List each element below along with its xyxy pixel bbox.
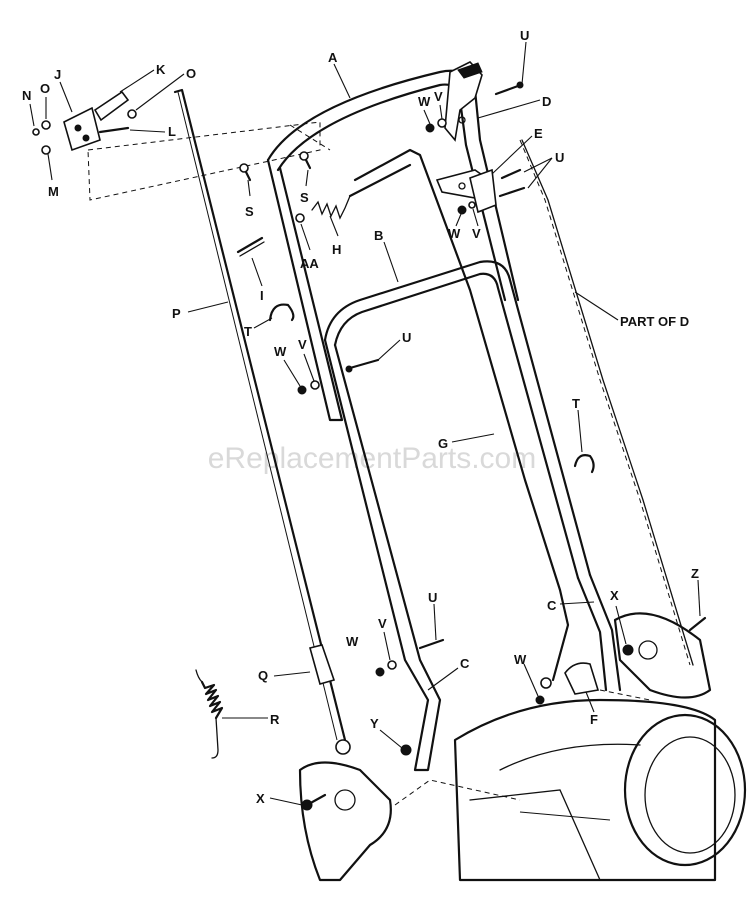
label-part-of-d: PART OF D [620, 314, 689, 329]
middle-handle-b-right-leg [576, 573, 622, 692]
middle-handle-b-left-leg [323, 338, 442, 772]
callouts: A U D W V E U W V PART OF D N O J K O [22, 28, 701, 806]
label-w-top: W [418, 94, 431, 109]
label-p: P [172, 306, 181, 321]
label-v-top: V [434, 89, 443, 104]
label-s-right: S [300, 190, 309, 205]
label-w-lower: W [346, 634, 359, 649]
label-w-middle: W [274, 344, 287, 359]
watermark: eReplacementParts.com [208, 442, 536, 475]
label-w-e: W [448, 226, 461, 241]
label-o-left: O [40, 81, 50, 96]
label-v-lower: V [378, 616, 387, 631]
label-x-left: X [256, 791, 265, 806]
label-aa: AA [300, 256, 319, 271]
label-i: I [260, 288, 264, 303]
label-u-e: U [555, 150, 564, 165]
zone-control-d [444, 61, 483, 142]
label-v-e: V [472, 226, 481, 241]
label-u-middle: U [402, 330, 411, 345]
label-m: M [48, 184, 59, 199]
label-k: K [156, 62, 166, 77]
guide-lines [87, 121, 331, 201]
upper-handle-a-left-leg [266, 158, 344, 422]
cable-p [173, 88, 347, 742]
bracket-e [435, 168, 497, 214]
spring-r [195, 669, 224, 759]
label-s-left: S [245, 204, 254, 219]
label-v-middle: V [298, 337, 307, 352]
spring-q [309, 644, 336, 685]
middle-handle-b-inner [333, 272, 580, 580]
label-t-right: T [572, 396, 580, 411]
label-w-lower-right: W [514, 652, 527, 667]
handle-bracket-left [298, 761, 521, 882]
label-z: Z [691, 566, 699, 581]
hardware [236, 81, 707, 811]
label-e: E [534, 126, 543, 141]
label-u-top: U [520, 28, 529, 43]
label-u-lower: U [428, 590, 437, 605]
label-g: G [438, 436, 448, 451]
label-o-right: O [186, 66, 196, 81]
label-n: N [22, 88, 31, 103]
label-c-lower: C [460, 656, 470, 671]
middle-handle-b [323, 260, 592, 577]
label-y: Y [370, 716, 379, 731]
cable-eyelet [335, 739, 351, 755]
handle-bracket-right [599, 612, 712, 701]
label-b: B [374, 228, 383, 243]
label-l: L [168, 124, 176, 139]
label-h: H [332, 242, 341, 257]
control-rod-g [353, 148, 570, 682]
label-f: F [590, 712, 598, 727]
mower-deck [453, 698, 747, 882]
label-t-left: T [244, 324, 252, 339]
label-d: D [542, 94, 551, 109]
label-r: R [270, 712, 280, 727]
label-x-right: X [610, 588, 619, 603]
label-q: Q [258, 668, 268, 683]
label-a: A [328, 50, 338, 65]
label-c-right: C [547, 598, 557, 613]
bail-lever-jk [32, 90, 137, 155]
label-j: J [54, 67, 61, 82]
control-cable [519, 139, 691, 666]
